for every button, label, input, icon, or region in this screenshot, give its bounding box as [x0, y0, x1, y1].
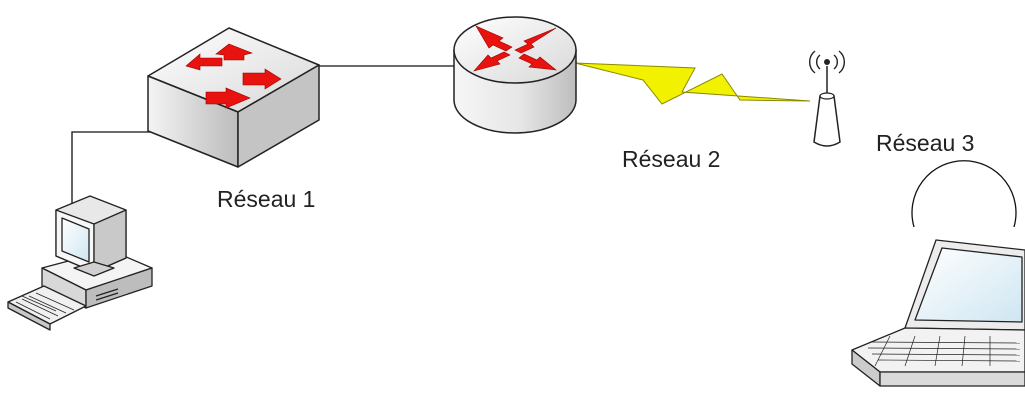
link-desktop-switch — [71, 131, 163, 208]
desktop-computer-icon — [7, 195, 153, 331]
router-icon — [453, 16, 577, 134]
switch-icon — [147, 27, 320, 168]
wireless-arc — [911, 160, 1017, 228]
router-arrows — [473, 25, 557, 72]
network-3-label: Réseau 3 — [876, 130, 975, 156]
lightning-link — [574, 62, 811, 105]
network-1-label: Réseau 1 — [217, 186, 316, 212]
laptop-icon — [851, 239, 1025, 387]
network-2-label: Réseau 2 — [622, 146, 721, 172]
switch-arrows — [185, 43, 282, 109]
antenna-icon — [809, 50, 845, 147]
links — [71, 62, 1017, 228]
